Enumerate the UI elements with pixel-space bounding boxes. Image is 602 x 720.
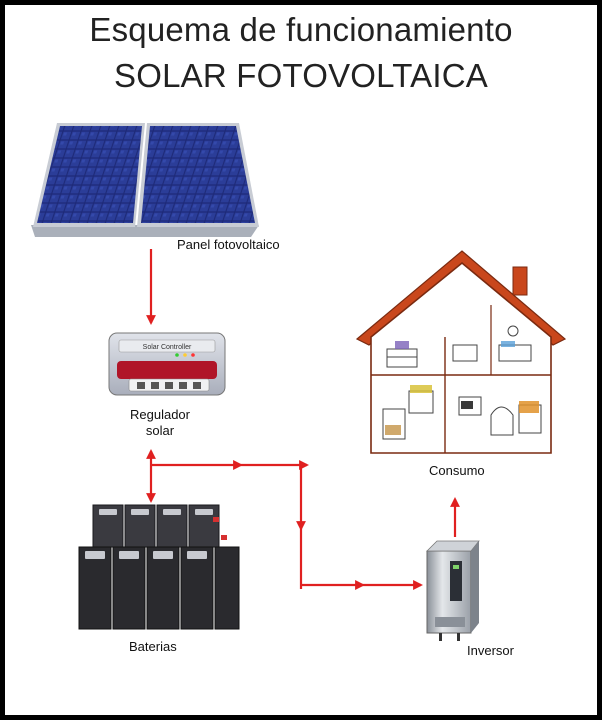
diagram-frame: Esquema de funcionamiento SOLAR FOTOVOLT… <box>5 5 597 715</box>
inverter-icon <box>426 540 480 641</box>
regulator-label-line-2: solar <box>145 423 175 438</box>
battery-bank-icon <box>78 504 240 630</box>
solar-regulator-icon: Solar Controller <box>108 332 226 396</box>
regulator-device-text: Solar Controller <box>143 344 192 351</box>
consumption-label: Consumo <box>429 463 485 478</box>
inverter-label: Inversor <box>467 643 514 658</box>
house-icon <box>355 250 567 454</box>
title-line-2: SOLAR FOTOVOLTAICA <box>113 57 488 94</box>
diagram-canvas: Solar Controller <box>31 123 567 641</box>
batteries-label: Baterias <box>129 639 177 654</box>
flow-arrows <box>146 249 460 590</box>
regulator-label-line-1: Regulador <box>130 407 190 422</box>
title-line-1: Esquema de funcionamiento <box>89 11 513 48</box>
panel-label: Panel fotovoltaico <box>177 237 280 252</box>
solar-panel-icon <box>31 123 259 237</box>
